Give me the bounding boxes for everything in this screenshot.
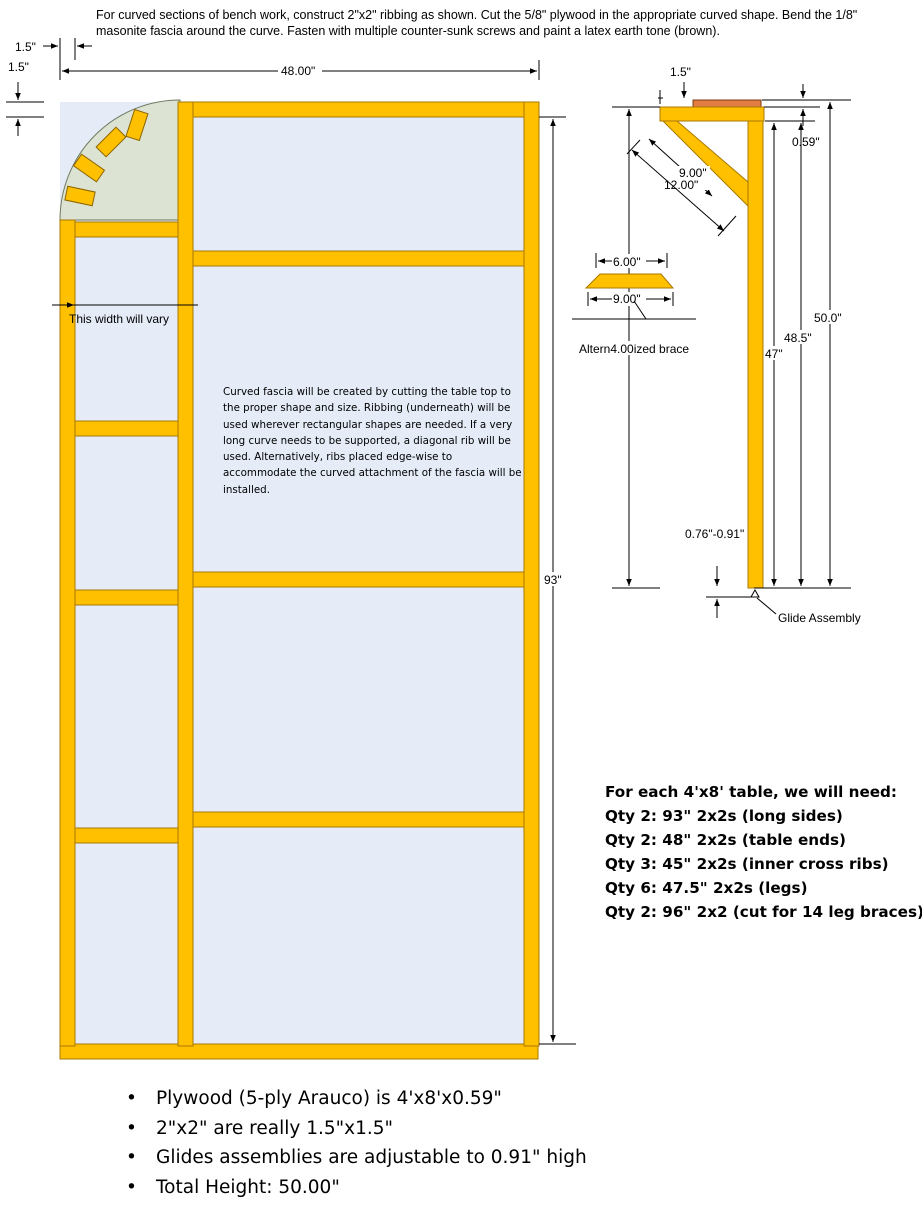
leg [747,120,764,589]
side-view: 1.5" 0.59" 9.00" 12.00" 50.0" 48.5" 47" [612,65,861,625]
top-view-frame: 48.00" 1.5" 1.5" 93" This width will var… [6,38,576,1060]
dim-leg-span: 48.5" [784,331,812,345]
glide-foot [750,588,760,598]
bottom-end-board [59,1043,539,1060]
dim-brace-inner: 9.00" [679,166,707,180]
dim-side-left: 1.5" [15,40,36,54]
main-cross-rib-1 [192,250,525,267]
alt-brace-shape [584,273,675,289]
materials-item: Qty 3: 45" 2x2s (inner cross ribs) [605,855,889,873]
top-board [692,99,762,108]
left-cross-4 [74,827,179,844]
bullet-item: Total Height: 50.00" [126,1173,587,1203]
dim-leg: 47" [765,347,783,361]
dim-plywood: 0.59" [792,135,820,149]
glide-label: Glide Assembly [778,611,861,625]
materials-heading: For each 4'x8' table, we will need: [605,783,897,801]
left-cross-1 [74,221,179,238]
top-end-board [179,101,539,118]
top-rail [659,106,765,122]
materials-list: For each 4'x8' table, we will need: Qty … [605,780,922,924]
dim-side-top: 1.5" [8,60,29,74]
dim-brace-outer: 12.00" [664,178,698,192]
panel-left-column [60,102,180,1044]
alt-brace-dim-top: 6.00" [613,255,641,269]
dim-glide: 0.76"-0.91" [685,527,744,541]
dim-width-48: 48.00" [281,64,315,78]
alt-brace: 6.00" 9.00" Altern4.00ized brace [572,253,696,356]
frame-boards [59,101,540,1060]
materials-item: Qty 2: 93" 2x2s (long sides) [605,807,843,825]
dim-length-93: 93" [544,573,562,587]
dim-top-rail: 1.5" [670,65,691,79]
intro-text: For curved sections of bench work, const… [96,8,858,38]
curved-ribs [64,108,149,207]
bullet-item: Glides assemblies are adjustable to 0.91… [126,1143,587,1173]
bullet-item: 2"x2" are really 1.5"x1.5" [126,1114,587,1144]
materials-item: Qty 6: 47.5" 2x2s (legs) [605,879,808,897]
right-long-side [523,101,540,1047]
inner-long-side [177,101,194,1047]
alt-brace-dim-bottom: 9.00" [613,292,641,306]
left-cross-3 [74,589,179,606]
main-cross-rib-2 [192,571,525,588]
left-cross-2 [74,420,179,437]
dim-total-height: 50.0" [814,311,842,325]
materials-item: Qty 2: 96" 2x2 (cut for 14 leg braces) [605,903,922,921]
width-note: This width will vary [69,312,169,326]
alt-brace-label: Altern4.00ized brace [579,342,689,356]
materials-item: Qty 2: 48" 2x2s (table ends) [605,831,846,849]
notes-bullet-list: Plywood (5-ply Arauco) is 4'x8'x0.59" 2"… [126,1084,587,1202]
curved-corner-top [59,99,181,221]
curve-note: Curved fascia will be created by cutting… [223,386,522,496]
left-long-side [59,219,76,1047]
main-cross-rib-3 [192,811,525,828]
bullet-item: Plywood (5-ply Arauco) is 4'x8'x0.59" [126,1084,587,1114]
